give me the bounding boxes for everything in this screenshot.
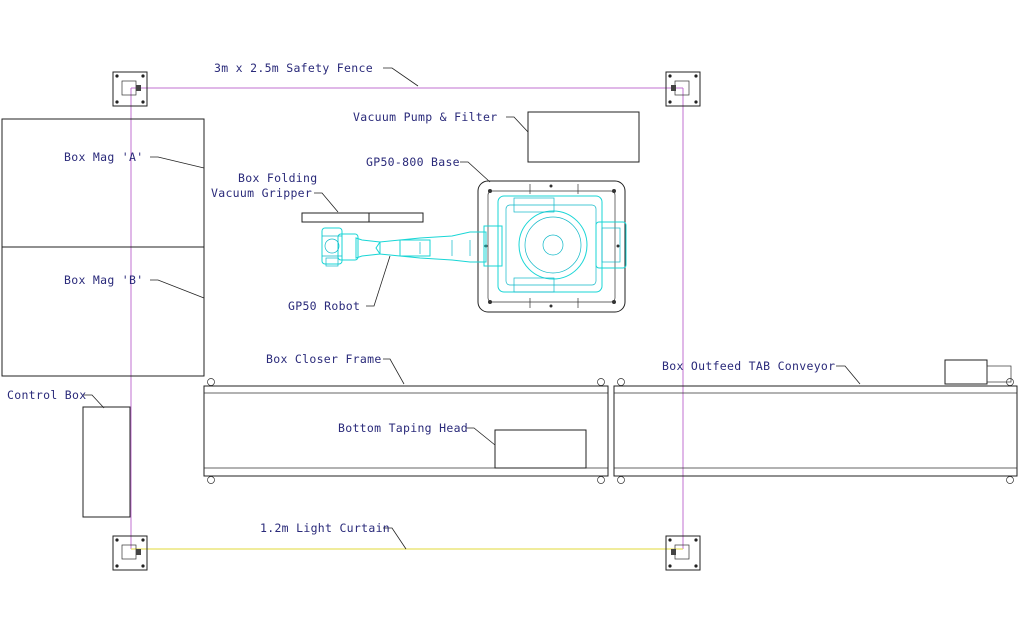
label-box-mag-b: Box Mag 'B' [64, 273, 143, 287]
bottom-taping-head [494, 429, 587, 469]
label-box-closer-frame: Box Closer Frame [266, 352, 382, 366]
fence-post-top-right [665, 71, 701, 107]
control-box [82, 406, 131, 518]
box-outfeed-conveyor [613, 359, 1018, 484]
fence-post-top-left [112, 71, 148, 107]
label-gp50-base: GP50-800 Base [366, 155, 460, 169]
label-box-outfeed: Box Outfeed TAB Conveyor [662, 359, 835, 373]
gp50-robot [321, 195, 627, 293]
label-box-folding-1: Box Folding [238, 171, 317, 185]
safety-fence [130, 87, 684, 549]
fence-post-bottom-left [112, 535, 148, 571]
fence-post-bottom-right [665, 535, 701, 571]
label-control-box: Control Box [7, 388, 86, 402]
box-folding-gripper [301, 212, 424, 223]
label-vacuum-pump: Vacuum Pump & Filter [353, 110, 497, 124]
box-mag-a [1, 118, 205, 248]
box-mag-b [1, 246, 205, 377]
label-box-folding-2: Vacuum Gripper [211, 186, 312, 200]
label-light-curtain: 1.2m Light Curtain [260, 521, 390, 535]
gp50-base [477, 180, 626, 313]
vacuum-pump-filter [527, 111, 640, 163]
leader-lines [83, 67, 861, 550]
label-box-mag-a: Box Mag 'A' [64, 150, 143, 164]
box-closer-frame [203, 378, 609, 484]
label-gp50-robot: GP50 Robot [288, 299, 360, 313]
label-bottom-taping-head: Bottom Taping Head [338, 421, 468, 435]
label-safety-fence: 3m x 2.5m Safety Fence [214, 61, 373, 75]
